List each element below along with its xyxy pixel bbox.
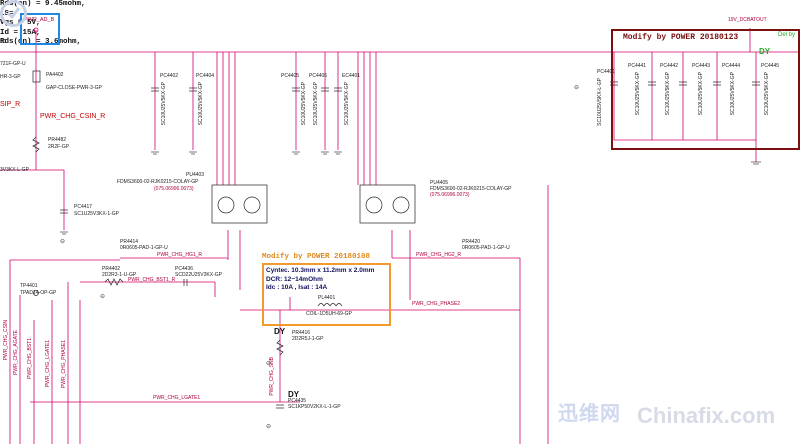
coil-spec-line-2: DCR: 12~14mOhm bbox=[266, 275, 323, 283]
net-sip-r: SIP_R bbox=[0, 101, 21, 108]
left-frag-4: 3V3KX-L-GP bbox=[0, 167, 29, 173]
pc4402-ref: PC4402 bbox=[160, 73, 179, 79]
pc4404-val: SC10U25V5KX-GP bbox=[198, 82, 204, 126]
pr4402-ref: PR4402 bbox=[102, 266, 121, 272]
net-lgate1: PWR_CHG_LGATE1 bbox=[153, 395, 201, 401]
left-frag-2: 721F-GP-U bbox=[0, 61, 26, 67]
net-bst1: PWR_CHG_BST1 bbox=[27, 338, 33, 379]
pc4436-ref: PC4436 bbox=[175, 266, 194, 272]
rds-line-5: Rds(on) = 3.6mohm, bbox=[0, 38, 82, 46]
net-hg1-r: PWR_CHG_HG1_R bbox=[157, 252, 203, 258]
pu4405-ref: PU4405 bbox=[430, 180, 449, 186]
ec4401-ref: EC4401 bbox=[342, 73, 361, 79]
pa4402-ref: PA4402 bbox=[46, 72, 64, 78]
pc4435-val: SC1KP50V2KX-L-1-GP bbox=[288, 404, 341, 410]
pc4405-ref: PC4405 bbox=[281, 73, 300, 79]
pu4405-val: FDMS3600-02-RJK0215-COLAY-GP bbox=[430, 186, 512, 192]
net-csin: PWR_CHG_CSIN bbox=[3, 320, 9, 361]
pr4416-val: 2D2R5J-1-GP bbox=[292, 336, 324, 342]
pc4417-val: SC1U25V3KX-1-GP bbox=[74, 211, 120, 217]
pu4403-ref: PU4403 bbox=[186, 172, 205, 178]
pr4414-val: 0R0605-PAD-1-GP-U bbox=[120, 245, 168, 251]
pc4406-ref: PC4406 bbox=[309, 73, 328, 79]
pl4401-ref: PL4401 bbox=[318, 295, 336, 301]
tp4401-val: TPAD14-OP-GP bbox=[20, 290, 57, 296]
net-phase2: PWR_CHG_PHASE2 bbox=[412, 301, 461, 307]
tp4401-ref: TP4401 bbox=[20, 283, 38, 289]
pu4403-val: FDMS3600-02-RJK0215-COLAY-GP bbox=[117, 179, 199, 185]
pu4403-pn: (075.06996.0073) bbox=[154, 186, 194, 192]
pc4406-val: SC10U25V5KX-GP bbox=[313, 82, 319, 126]
pc4417-ref: PC4417 bbox=[74, 204, 93, 210]
pc4443-val: SC10U25V5KX-GP bbox=[698, 72, 704, 116]
ec4401-val: SC10U25V5KX-GP bbox=[344, 82, 350, 126]
pc4443-ref: PC4443 bbox=[692, 63, 711, 69]
svg-text:⊖: ⊖ bbox=[574, 85, 579, 91]
pc4444-ref: PC4444 bbox=[722, 63, 741, 69]
left-frag-1: D1 bbox=[0, 39, 7, 45]
pc4402-val: SC10U25V5KX-GP bbox=[161, 82, 167, 126]
pr4402-val: 2D2R3-1-U-GP bbox=[102, 272, 137, 278]
watermark-logo-icon bbox=[0, 0, 27, 27]
net-phase1: PWR_CHG_PHASE1 bbox=[61, 340, 67, 389]
net-lgate1-v: PWR_CHG_LGATE1 bbox=[45, 340, 51, 388]
modify-box-2 bbox=[262, 263, 391, 326]
pr4414-ref: PR4414 bbox=[120, 239, 139, 245]
pc4401-val: SC10U25V5KX-L-GP bbox=[597, 78, 603, 126]
pl4401-val: COIL-1D5UH-69-GP bbox=[306, 311, 352, 317]
net-pwr-ad-b: PWR_AD_B bbox=[24, 17, 55, 23]
watermark-en: Chinafix.com bbox=[637, 403, 776, 428]
rds-line-1: Rds(on) = 9.45mohm, bbox=[0, 0, 86, 8]
pc4404-ref: PC4404 bbox=[196, 73, 215, 79]
modify-box-1: Modify by POWER 20180123 bbox=[611, 29, 800, 150]
dy-label-2: DY bbox=[288, 390, 300, 399]
modify-title-2: Modify by POWER 20180108 bbox=[262, 253, 371, 261]
modify-title-1: Modify by POWER 20180123 bbox=[623, 33, 739, 42]
pa4402-val: GAP-CLOSE-PWR-3-GP bbox=[46, 85, 102, 91]
svg-text:⊖: ⊖ bbox=[266, 424, 271, 430]
coil-spec-line-3: Idc : 10A , Isat : 14A bbox=[266, 284, 328, 291]
pc4441-val: SC10U25V5KX-GP bbox=[635, 72, 641, 116]
watermark-cn: 迅维网 bbox=[558, 403, 621, 425]
net-hg2-r: PWR_CHG_HG2_R bbox=[416, 252, 462, 258]
net-bst1-r: PWR_CHG_BST1_R bbox=[128, 277, 176, 283]
dy-label-1: DY bbox=[274, 327, 286, 336]
pr4482-ref: PR4482 bbox=[48, 137, 67, 143]
pc4444-val: SC10U25V5KX-GP bbox=[730, 72, 736, 116]
pwr-ad-b-highlight bbox=[20, 13, 60, 45]
pc4442-val: SC10U25V5KX-GP bbox=[665, 72, 671, 116]
svg-text:⊖: ⊖ bbox=[100, 294, 105, 300]
svg-text:⊖: ⊖ bbox=[266, 361, 271, 367]
pc4442-ref: PC4442 bbox=[660, 63, 679, 69]
dy-label-top: DY bbox=[759, 47, 771, 56]
coil-spec-line-1: Cyntec. 10.3mm x 11.2mm x 2.0mm bbox=[266, 267, 375, 274]
left-frag-3: HR-3-GP bbox=[0, 74, 21, 80]
pc4445-val: SC10U25V5KX-GP bbox=[764, 72, 770, 116]
pc4435-ref: PC4435 bbox=[288, 398, 307, 404]
net-agate: PWR_CHG_AGATE bbox=[13, 330, 19, 375]
pr4420-val: 0R0605-PAD-1-GP-U bbox=[462, 245, 510, 251]
pc4445-ref: PC4445 bbox=[761, 63, 780, 69]
coil-spec: Cyntec. 10.3mm x 11.2mm x 2.0mm DCR: 12~… bbox=[266, 267, 374, 293]
net-19v-dcbatout: 19V_DCBATOUT bbox=[728, 17, 767, 23]
pc4436-val: SCD22U25V3KX-GP bbox=[175, 272, 222, 278]
net-chg-csin-r: PWR_CHG_CSIN_R bbox=[40, 113, 106, 120]
pr4416-ref: PR4416 bbox=[292, 330, 311, 336]
svg-text:⊖: ⊖ bbox=[60, 239, 65, 245]
pc4441-ref: PC4441 bbox=[628, 63, 647, 69]
pr4420-ref: PR4420 bbox=[462, 239, 481, 245]
pr4482-val: 2R2F-GP bbox=[48, 144, 70, 150]
pc4405-val: SC10U25V5KX-GP bbox=[301, 82, 307, 126]
net-snb: PWR_CHG_SNB bbox=[269, 357, 275, 396]
del-note: Del by bbox=[778, 32, 796, 38]
pc4401-ref: PC4401 bbox=[597, 69, 616, 75]
pu4405-pn: (075.06996.0073) bbox=[430, 192, 470, 198]
rds-line-2: LS= bbox=[0, 9, 14, 18]
